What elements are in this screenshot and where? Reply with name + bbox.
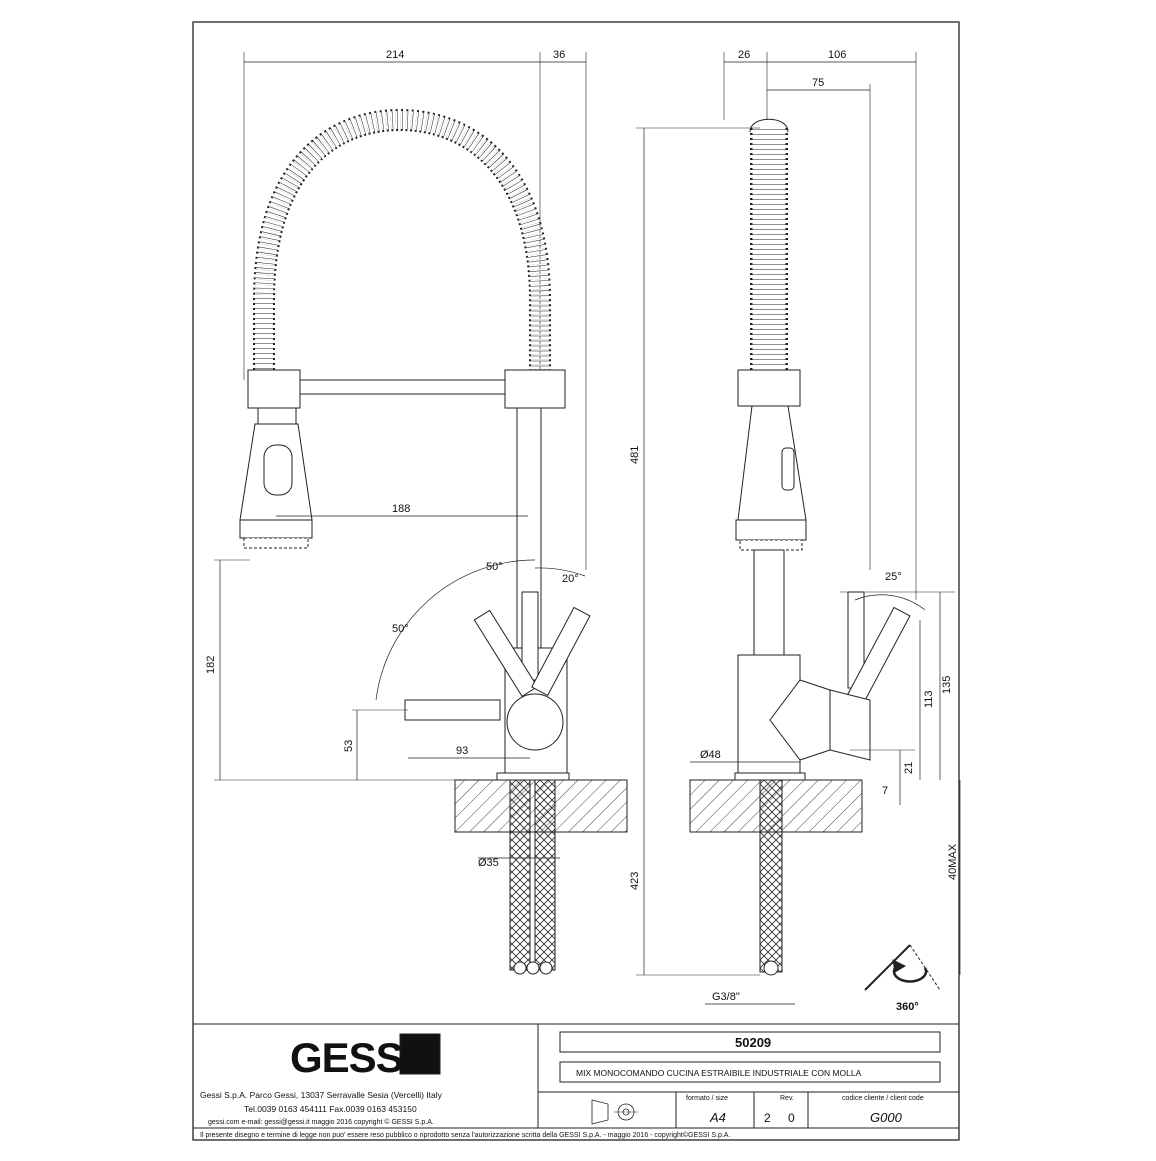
dim-side-body-diameter: Ø48: [700, 749, 721, 761]
product-description: MIX MONOCOMANDO CUCINA ESTRAIBILE INDUST…: [576, 1068, 862, 1078]
dim-side-depth-c: 75: [812, 77, 824, 89]
dim-front-width-total: 214: [386, 49, 404, 61]
dim-side-height-21: 21: [903, 762, 915, 774]
legal-footer: Il presente disegno e termine di legge n…: [200, 1131, 730, 1139]
client-code-label: codice cliente / client code: [842, 1095, 924, 1102]
dim-front-hose-diameter: Ø35: [478, 857, 499, 869]
dim-front-angle-lower: 50°: [392, 623, 409, 635]
dim-side-thread: G3/8": [712, 991, 740, 1003]
dim-side-depth-a: 26: [738, 49, 750, 61]
dim-side-height-135: 135: [941, 676, 953, 694]
format-label: formato / size: [686, 1095, 728, 1102]
brand-logo: GESSI: [290, 1034, 413, 1081]
dim-front-height-outlet: 182: [205, 656, 217, 674]
title-block: [193, 1023, 959, 1129]
dim-side-rotation: 360°: [896, 1001, 919, 1013]
company-line1: Gessi S.p.A. Parco Gessi, 13037 Serraval…: [200, 1090, 443, 1100]
front-view: [214, 52, 628, 975]
product-code: 50209: [735, 1035, 771, 1050]
dim-front-reach: 188: [392, 503, 410, 515]
dim-side-deck-max: 40MAX: [947, 843, 959, 880]
company-line3: gessi.com e-mail: gessi@gessi.it maggio …: [208, 1118, 434, 1126]
dim-front-lever-length: 93: [456, 745, 468, 757]
dim-side-height-113: 113: [923, 690, 935, 708]
dim-side-total-height: 481: [629, 446, 641, 464]
format-value: A4: [709, 1110, 726, 1125]
company-line2: Tel.0039 0163 454111 Fax.0039 0163 45315…: [244, 1104, 417, 1114]
dim-side-depth-b: 106: [828, 49, 846, 61]
dim-side-angle: 25°: [885, 571, 902, 583]
dim-front-height-lever: 53: [343, 740, 355, 752]
dim-front-angle-right: 20°: [562, 573, 579, 585]
sheet-border: [192, 21, 960, 1141]
rev-value-1: 2: [764, 1111, 771, 1125]
dim-front-width-right: 36: [553, 49, 565, 61]
rev-label: Rev.: [780, 1095, 794, 1102]
rev-value-2: 0: [788, 1111, 795, 1125]
dim-front-angle-upper: 50°: [486, 561, 503, 573]
dim-side-below-deck: 423: [629, 872, 641, 890]
client-code-value: G000: [870, 1110, 903, 1125]
dim-side-height-7: 7: [882, 785, 888, 797]
side-view: [636, 52, 961, 1005]
